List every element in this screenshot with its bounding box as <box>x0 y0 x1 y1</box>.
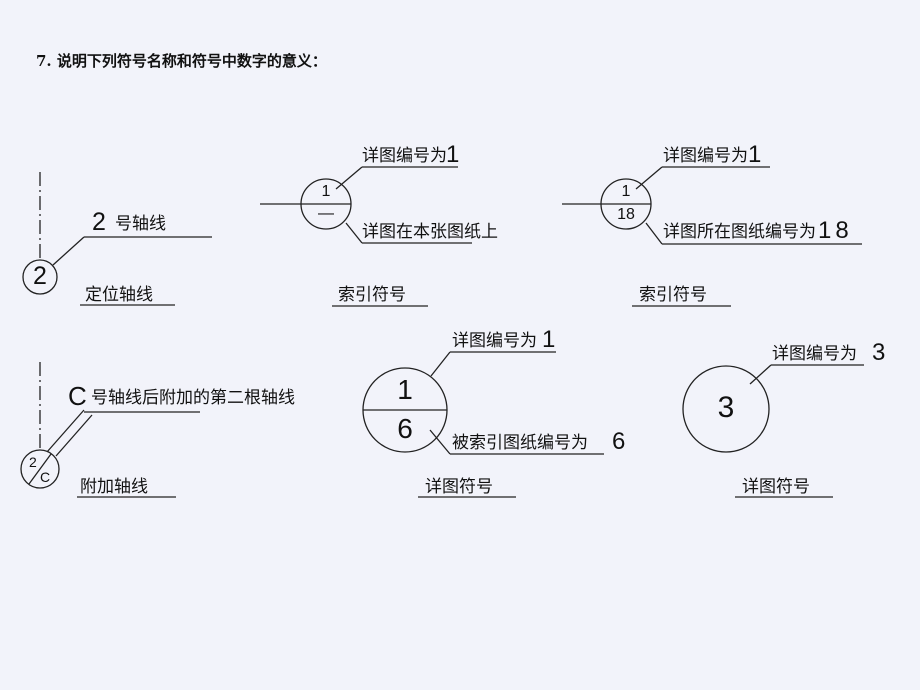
axis-label-text: 号轴线 <box>115 214 166 234</box>
index2-bottom-leader <box>645 222 663 245</box>
detail1-caption: 详图符号 <box>425 477 493 497</box>
index2-top-label: 详图编号为 <box>663 146 748 166</box>
detail1-top-leader <box>430 351 451 377</box>
index1-top-leader <box>335 166 363 190</box>
detail2-circle <box>682 365 770 453</box>
index2-top-number: 1 <box>621 183 631 200</box>
index2-top-label-number: 1 <box>748 141 762 168</box>
detail2-leader <box>749 364 772 385</box>
axis-circle-number: 2 <box>33 262 47 290</box>
detail2-caption: 详图符号 <box>742 477 810 497</box>
detail1-bottom-label: 被索引图纸编号为 <box>452 433 588 453</box>
detail1-top-label-number: 1 <box>542 326 556 353</box>
detail1-bottom-number: 6 <box>397 413 413 444</box>
detail1-bottom-leader <box>429 429 451 455</box>
detail2-label-number: 3 <box>872 339 886 366</box>
index1-bottom-mark: — <box>318 205 334 222</box>
axis-number-circle <box>22 259 58 295</box>
index1-caption: 索引符号 <box>338 285 406 305</box>
additional-axis-circle <box>20 449 60 489</box>
detail2-number: 3 <box>717 391 735 424</box>
axis-caption: 定位轴线 <box>85 285 153 305</box>
question-title: 7. 说明下列符号名称和符号中数字的意义： <box>36 52 327 70</box>
detail1-bottom-label-number: 6 <box>612 428 626 455</box>
detail2-label: 详图编号为 <box>772 344 857 364</box>
index2-bottom-label-number: 18 <box>818 217 853 244</box>
axis-label-number: 2 <box>92 208 106 236</box>
index2-top-leader <box>635 166 663 190</box>
additional-axis-fraction-slash <box>28 453 52 485</box>
index1-top-label: 详图编号为 <box>362 146 447 166</box>
index1-bottom-label: 详图在本张图纸上 <box>362 222 498 242</box>
additional-axis-label-letter: C <box>68 381 87 411</box>
axis-leader-line <box>52 236 85 266</box>
additional-axis-leader-2 <box>55 414 93 457</box>
detail1-top-number: 1 <box>397 374 413 405</box>
index2-bottom-number: 18 <box>617 206 635 223</box>
index1-top-number: 1 <box>321 183 331 200</box>
additional-axis-numerator: 2 <box>29 454 37 470</box>
index2-caption: 索引符号 <box>639 285 707 305</box>
additional-axis-denominator: C <box>40 469 51 485</box>
additional-axis-caption: 附加轴线 <box>80 477 148 497</box>
index1-top-label-number: 1 <box>446 141 460 168</box>
index1-bottom-leader <box>345 222 363 244</box>
detail1-top-label: 详图编号为 <box>452 331 537 351</box>
index2-bottom-label: 详图所在图纸编号为 <box>663 222 816 242</box>
additional-axis-leader-1 <box>46 409 85 453</box>
additional-axis-label-text: 号轴线后附加的第二根轴线 <box>91 388 295 408</box>
